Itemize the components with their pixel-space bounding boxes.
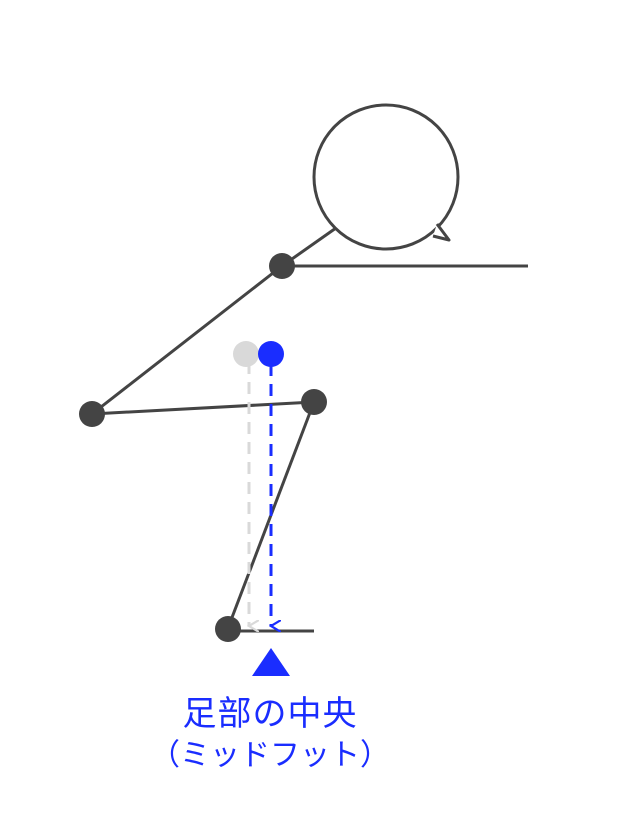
midfoot-marker-triangle [252,648,290,676]
midfoot-label: 足部の中央 [182,694,358,734]
midfoot-label-sub: （ミッドフット） [150,738,390,773]
nose [432,223,451,242]
shoulder-joint [269,253,295,279]
ghost-balance-line [233,341,259,626]
knee-joint [301,389,327,415]
balance-line [258,341,284,626]
ankle-joint [215,616,241,642]
ghost-mass-point [233,341,259,367]
head [312,103,460,251]
thigh [91,400,315,416]
hip-joint [79,401,105,427]
head-circle [312,103,460,251]
torso [91,264,283,416]
mass-point [258,341,284,367]
